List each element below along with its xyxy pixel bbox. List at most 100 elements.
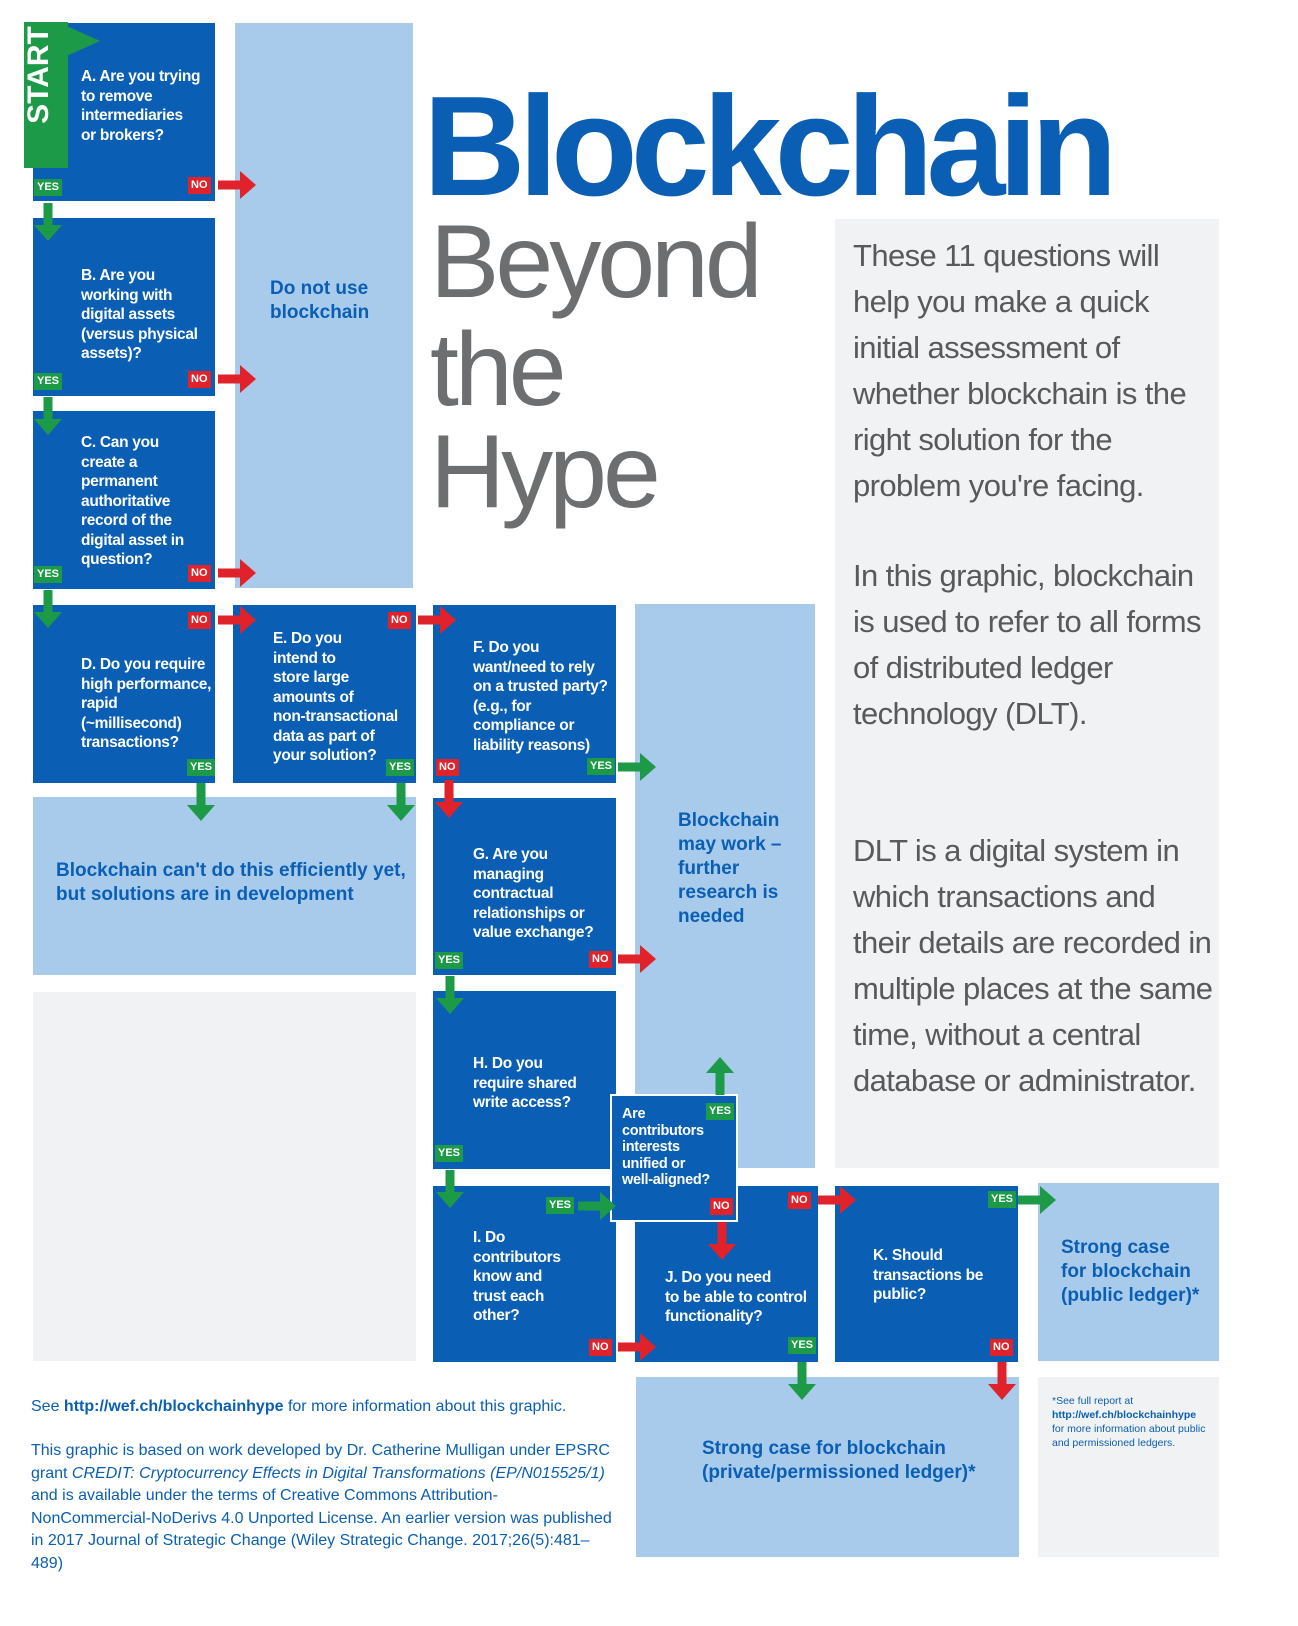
- tag-d-yes: YES: [187, 759, 216, 776]
- arrow-aligned-yes: [706, 1057, 734, 1095]
- arrow-c-yes: [34, 590, 62, 628]
- arrow-g-yes: [436, 976, 464, 1014]
- arrow-g-no: [618, 945, 656, 973]
- question-g: G. Are you managing contractual relation…: [433, 798, 616, 975]
- tag-b-yes: YES: [34, 373, 63, 390]
- arrow-a-no: [218, 171, 256, 199]
- tag-d-no: NO: [188, 612, 211, 629]
- question-e: E. Do you intend to store large amounts …: [233, 605, 416, 783]
- question-k-text: K. Should transactions be public?: [873, 1247, 984, 1303]
- start-arrowhead: [62, 24, 100, 58]
- footer-credit: This graphic is based on work developed …: [31, 1440, 616, 1575]
- note-line-1: *See full report at: [1052, 1395, 1134, 1407]
- footer-credit-italic: CREDIT: Cryptocurrency Effects in Digita…: [71, 1464, 605, 1482]
- question-d-text: D. Do you require high performance, rapi…: [81, 656, 212, 751]
- start-label: START: [22, 26, 55, 124]
- start-bar: [24, 22, 68, 168]
- arrow-j-no: [818, 1186, 856, 1214]
- footer-credit-2: and is available under the terms of Crea…: [31, 1487, 612, 1572]
- question-e-text: E. Do you intend to store large amounts …: [273, 630, 398, 764]
- tag-k-yes: YES: [988, 1191, 1017, 1208]
- arrow-a-yes: [34, 203, 62, 241]
- outcome-private: Strong case for blockchain (private/perm…: [636, 1377, 1019, 1557]
- note-line-2: for more information about public and pe…: [1052, 1423, 1206, 1449]
- title-beyond: Beyond: [430, 204, 763, 320]
- question-j-text: J. Do you need to be able to control fun…: [665, 1269, 807, 1325]
- side-paragraph-2: In this graphic, blockchain is used to r…: [853, 558, 1201, 731]
- footer-see-suffix: for more information about this graphic.: [283, 1398, 567, 1415]
- tag-i-yes: YES: [546, 1197, 575, 1214]
- side-paragraph-1: These 11 questions will help you make a …: [853, 238, 1187, 503]
- tag-j-no: NO: [788, 1192, 811, 1209]
- question-f-text: F. Do you want/need to rely on a trusted…: [473, 639, 608, 754]
- question-i-text: I. Do contributors know and trust each o…: [473, 1229, 561, 1324]
- tag-g-no: NO: [589, 951, 612, 968]
- tag-e-yes: YES: [386, 759, 415, 776]
- question-b-text: B. Are you working with digital assets (…: [81, 267, 198, 362]
- arrow-b-yes: [34, 397, 62, 435]
- tag-c-no: NO: [188, 565, 211, 582]
- outcome-may-work-text: Blockchain may work – further research i…: [678, 810, 782, 927]
- tag-k-no: NO: [990, 1339, 1013, 1356]
- outcome-may-work: Blockchain may work – further research i…: [635, 604, 815, 1168]
- tag-i-no: NO: [589, 1339, 612, 1356]
- question-aligned-text: Are contributors interests unified or we…: [622, 1106, 710, 1188]
- title-hype: Hype: [430, 414, 661, 530]
- arrow-d-no: [218, 606, 256, 634]
- outcome-cant-do: Blockchain can't do this efficiently yet…: [33, 797, 416, 975]
- arrow-b-no: [218, 365, 256, 393]
- arrow-i-no: [618, 1333, 656, 1361]
- tag-a-yes: YES: [34, 179, 63, 196]
- tag-e-no: NO: [388, 612, 411, 629]
- question-a-text: A. Are you trying to remove intermediari…: [81, 68, 201, 144]
- tag-f-yes: YES: [587, 758, 616, 775]
- question-g-text: G. Are you managing contractual relation…: [473, 846, 594, 941]
- arrow-k-yes: [1018, 1186, 1056, 1214]
- arrow-f-yes: [618, 753, 656, 781]
- arrow-c-no: [218, 559, 256, 587]
- question-i: I. Do contributors know and trust each o…: [433, 1186, 616, 1362]
- tag-j-yes: YES: [788, 1337, 817, 1354]
- question-h: H. Do you require shared write access?: [433, 991, 616, 1169]
- question-k: K. Should transactions be public?: [835, 1186, 1018, 1362]
- footer-see-prefix: See: [31, 1398, 64, 1415]
- tag-f-no: NO: [436, 759, 459, 776]
- arrow-k-no: [988, 1362, 1016, 1400]
- tag-g-yes: YES: [435, 952, 464, 969]
- arrow-i-yes: [578, 1192, 616, 1220]
- arrow-e-no: [418, 606, 456, 634]
- tag-c-yes: YES: [34, 566, 63, 583]
- question-f: F. Do you want/need to rely on a trusted…: [433, 605, 616, 783]
- arrow-h-yes: [436, 1170, 464, 1208]
- question-c-text: C. Can you create a permanent authoritat…: [81, 434, 184, 568]
- arrow-d-yes: [187, 783, 215, 821]
- arrow-aligned-no: [708, 1222, 736, 1260]
- question-c: C. Can you create a permanent authoritat…: [33, 411, 215, 589]
- grey-panel-left: [33, 992, 416, 1361]
- tag-h-yes: YES: [435, 1145, 464, 1162]
- outcome-do-not-use: Do not use blockchain: [235, 23, 413, 588]
- footer-see-link[interactable]: http://wef.ch/blockchainhype: [63, 1398, 284, 1415]
- tag-a-no: NO: [188, 177, 211, 194]
- tag-aligned-yes: YES: [706, 1103, 735, 1120]
- side-panel: [835, 219, 1219, 1168]
- footer-see: See http://wef.ch/blockchainhype for mor…: [31, 1396, 621, 1419]
- question-b: B. Are you working with digital assets (…: [33, 218, 215, 396]
- footer-credit-1: This graphic is based on work developed …: [31, 1442, 610, 1482]
- note-link[interactable]: http://wef.ch/blockchainhype: [1052, 1409, 1197, 1421]
- outcome-public: Strong case for blockchain (public ledge…: [1038, 1183, 1219, 1361]
- tag-b-no: NO: [188, 371, 211, 388]
- note-panel: [1038, 1377, 1219, 1557]
- title-the: the: [430, 312, 567, 428]
- question-h-text: H. Do you require shared write access?: [473, 1055, 577, 1111]
- note-text: *See full report at http://wef.ch/blockc…: [1052, 1394, 1212, 1450]
- arrow-f-no: [435, 780, 463, 818]
- outcome-do-not-use-text: Do not use blockchain: [270, 278, 370, 323]
- outcome-private-text: Strong case for blockchain (private/perm…: [702, 1438, 976, 1483]
- title-blockchain: Blockchain: [423, 67, 1118, 226]
- outcome-cant-do-text: Blockchain can't do this efficiently yet…: [56, 860, 406, 905]
- arrow-j-yes: [788, 1362, 816, 1400]
- question-d: D. Do you require high performance, rapi…: [33, 605, 215, 783]
- outcome-public-text: Strong case for blockchain (public ledge…: [1061, 1237, 1200, 1306]
